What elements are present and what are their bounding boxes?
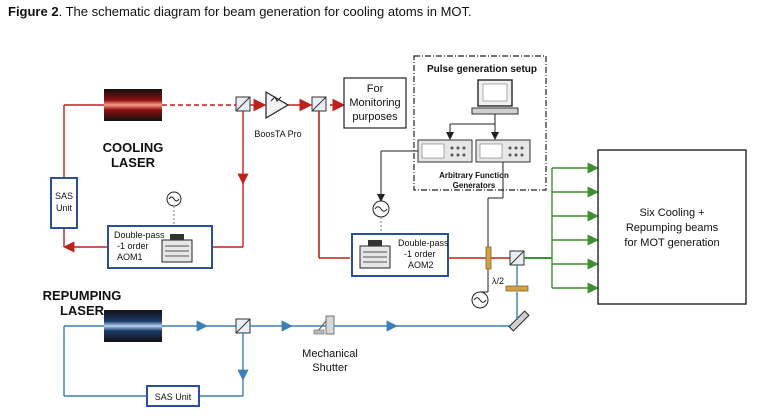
aom2-label-1: Double-pass: [398, 238, 449, 248]
waveplate-label: λ/2: [492, 276, 504, 286]
aom1-label-3: AOM1: [117, 252, 143, 262]
aom2-label-3: AOM2: [408, 260, 434, 270]
pulse-setup-box: [413, 55, 547, 191]
mechanical-shutter-icon: [313, 315, 335, 335]
sas-cooling-label-1: SAS: [55, 191, 73, 201]
repump-mirror: [508, 310, 530, 332]
boosta-label: BoosTA Pro: [254, 129, 301, 139]
computer-keyboard-icon: [471, 107, 519, 115]
monitoring-label-2: Monitoring: [349, 97, 400, 109]
afg-label-1: Arbitrary Function: [439, 171, 509, 180]
output-label-2: Repumping beams: [626, 222, 719, 234]
aom2-label-2: -1 order: [404, 249, 436, 259]
monitoring-label-3: purposes: [352, 111, 398, 123]
cooling-laser-label-1: COOLING: [103, 140, 164, 155]
cooling-laser-head: [104, 89, 162, 121]
shutter-label-1: Mechanical: [302, 348, 358, 360]
aom1-label-2: -1 order: [117, 241, 149, 251]
monitoring-label-1: For: [367, 83, 384, 95]
aom1-label-1: Double-pass: [114, 230, 165, 240]
pulse-setup-label: Pulse generation setup: [427, 64, 537, 75]
aom1-box: [107, 225, 213, 269]
repumping-laser-head: [104, 310, 162, 342]
boosta-amplifier: [265, 90, 290, 120]
sas-cooling-label-2: Unit: [56, 203, 73, 213]
sas-unit-repump: [146, 385, 200, 407]
figure-caption-prefix: Figure 2: [8, 4, 59, 19]
figure-caption: Figure 2. The schematic diagram for beam…: [8, 4, 472, 19]
sas-unit-cooling: [50, 177, 78, 229]
sas-repump-label: SAS Unit: [155, 392, 192, 402]
cooling-laser-label-2: LASER: [111, 155, 156, 170]
repump-waveplate: [505, 285, 529, 292]
monitoring-box: [343, 77, 407, 129]
repumping-laser-label-2: LASER: [60, 303, 105, 318]
afg-label-2: Generators: [453, 181, 496, 190]
output-label-1: Six Cooling +: [639, 207, 704, 219]
figure-caption-text: . The schematic diagram for beam generat…: [59, 4, 472, 19]
mot-output-box: [597, 149, 747, 305]
half-waveplate: [485, 246, 492, 270]
output-label-3: for MOT generation: [624, 237, 719, 249]
output-beam-fan: [551, 162, 599, 294]
shutter-label-2: Shutter: [312, 362, 348, 374]
repumping-laser-label-1: REPUMPING: [43, 288, 122, 303]
amplifier-zigzag-icon: [270, 96, 282, 102]
